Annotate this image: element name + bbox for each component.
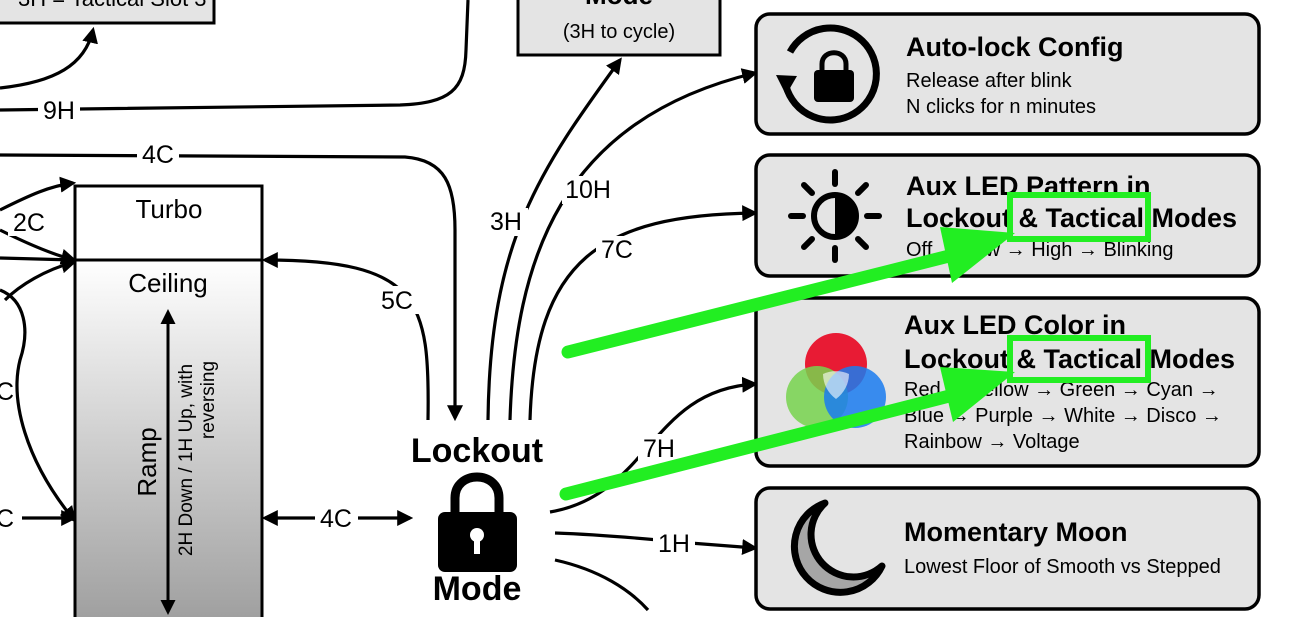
auto-lock-desc-line1: Release after blink <box>906 70 1073 92</box>
edge-label-1H: 1H <box>658 530 690 558</box>
edge-label-c-upper: C <box>0 378 14 406</box>
ramp-instruction-line2: reversing <box>198 361 219 439</box>
highlight-box-color <box>1007 335 1151 383</box>
aux-pattern-title-line2: Lockout & Tactical Modes <box>906 203 1237 233</box>
top-mode-subtitle: (3H to cycle) <box>563 21 675 43</box>
edge-label-10H: 10H <box>565 176 611 204</box>
edge-label-7C: 7C <box>601 236 633 264</box>
highlight-arrow-pattern <box>561 227 1015 359</box>
lockout-title: Lockout <box>411 432 543 470</box>
highlight-arrow-color <box>559 367 1015 501</box>
turbo-label: Turbo <box>136 194 203 224</box>
auto-lock-desc-line2: N clicks for n minutes <box>906 96 1096 118</box>
aux-color-desc-line2: Blue → Purple → White → Disco → <box>904 405 1222 427</box>
edge-labels: 9H 4C 2C 5C 4C 3H 10H 7C 7H 1H C C <box>0 96 695 558</box>
ceiling-label: Ceiling <box>128 268 208 298</box>
ramp-instruction-line1: 2H Down / 1H Up, with <box>176 364 197 556</box>
ramp-column: Turbo Ceiling Ramp 2H Down / 1H Up, with… <box>73 184 264 617</box>
edge-label-4C-mid: 4C <box>320 505 352 533</box>
top-mode-box: Mode (3H to cycle) <box>516 0 722 57</box>
aux-color-desc-line3: Rainbow → Voltage <box>904 431 1080 453</box>
config-box-momentary-moon: Momentary Moon Lowest Floor of Smooth vs… <box>754 486 1261 611</box>
edge-label-7H: 7H <box>643 435 675 463</box>
padlock-icon <box>438 472 517 572</box>
top-mode-title: Mode <box>585 0 653 10</box>
moon-title: Momentary Moon <box>904 517 1128 547</box>
tactical-slot-box: 3H = Tactical Slot 3 <box>0 0 216 25</box>
highlight-box-pattern <box>1007 192 1151 242</box>
auto-lock-title: Auto-lock Config <box>906 32 1123 62</box>
tactical-slot-label: 3H = Tactical Slot 3 <box>18 0 207 11</box>
brightness-icon <box>788 169 882 263</box>
edge-label-4C-top: 4C <box>142 141 174 169</box>
highlight-annotations <box>559 192 1151 501</box>
edge-label-2C: 2C <box>13 209 45 237</box>
turbo-box <box>73 184 264 262</box>
moon-icon <box>790 499 886 596</box>
edge-label-9H: 9H <box>43 97 75 125</box>
edge-label-c-lower: C <box>0 505 14 533</box>
moon-desc: Lowest Floor of Smooth vs Stepped <box>904 556 1221 578</box>
ramp-label: Ramp <box>132 427 162 496</box>
lockout-node: Lockout Mode <box>411 432 543 608</box>
auto-lock-icon <box>776 24 880 124</box>
edge-label-5C: 5C <box>381 287 413 315</box>
edge-label-3H: 3H <box>490 208 522 236</box>
lockout-subtitle: Mode <box>433 570 522 608</box>
config-box-auto-lock: Auto-lock Config Release after blink N c… <box>754 12 1261 136</box>
